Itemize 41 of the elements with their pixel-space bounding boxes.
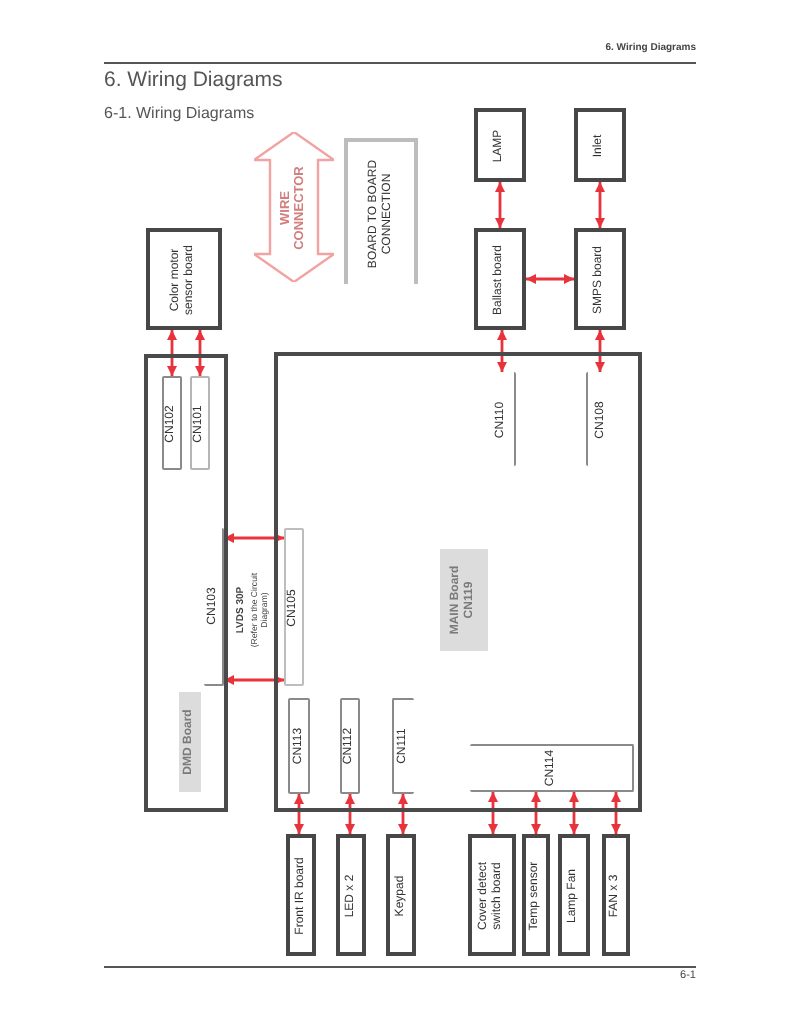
connector-outline xyxy=(340,698,360,794)
module-box xyxy=(286,834,316,956)
module-box xyxy=(336,834,366,956)
double-arrow xyxy=(595,330,605,372)
module-box xyxy=(474,228,526,330)
double-arrow xyxy=(495,182,505,228)
circuit-board-outline xyxy=(144,354,228,812)
double-arrow xyxy=(531,792,541,834)
circuit-board-outline xyxy=(274,352,642,812)
double-arrow xyxy=(569,792,579,834)
connector-outline xyxy=(288,698,310,794)
connector-outline xyxy=(204,528,224,686)
double-arrow xyxy=(611,792,621,834)
module-box xyxy=(574,228,626,330)
connector-outline xyxy=(488,372,516,466)
double-arrow xyxy=(224,533,284,543)
module-box xyxy=(574,108,626,182)
double-arrow xyxy=(497,330,507,372)
connector-outline xyxy=(190,376,210,470)
module-box xyxy=(474,108,526,182)
connector-outline xyxy=(470,744,634,792)
module-box xyxy=(522,834,550,956)
module-box xyxy=(468,834,516,956)
connector-outline xyxy=(162,376,182,470)
module-box xyxy=(558,834,590,956)
double-arrow xyxy=(294,794,304,834)
connector-outline xyxy=(284,528,304,686)
section-title: 6-1. Wiring Diagrams xyxy=(104,106,255,124)
double-arrow xyxy=(526,274,574,284)
double-arrow xyxy=(195,330,205,376)
page-title: 6. Wiring Diagrams xyxy=(104,70,283,94)
module-box xyxy=(386,834,416,956)
double-arrow xyxy=(398,794,408,834)
module-box xyxy=(602,834,630,956)
connector-outline xyxy=(392,698,414,794)
module-box xyxy=(146,228,222,330)
double-arrow xyxy=(224,675,284,685)
double-arrow xyxy=(488,792,498,834)
double-arrow xyxy=(167,330,177,376)
double-arrow xyxy=(595,182,605,228)
double-arrow xyxy=(345,794,355,834)
